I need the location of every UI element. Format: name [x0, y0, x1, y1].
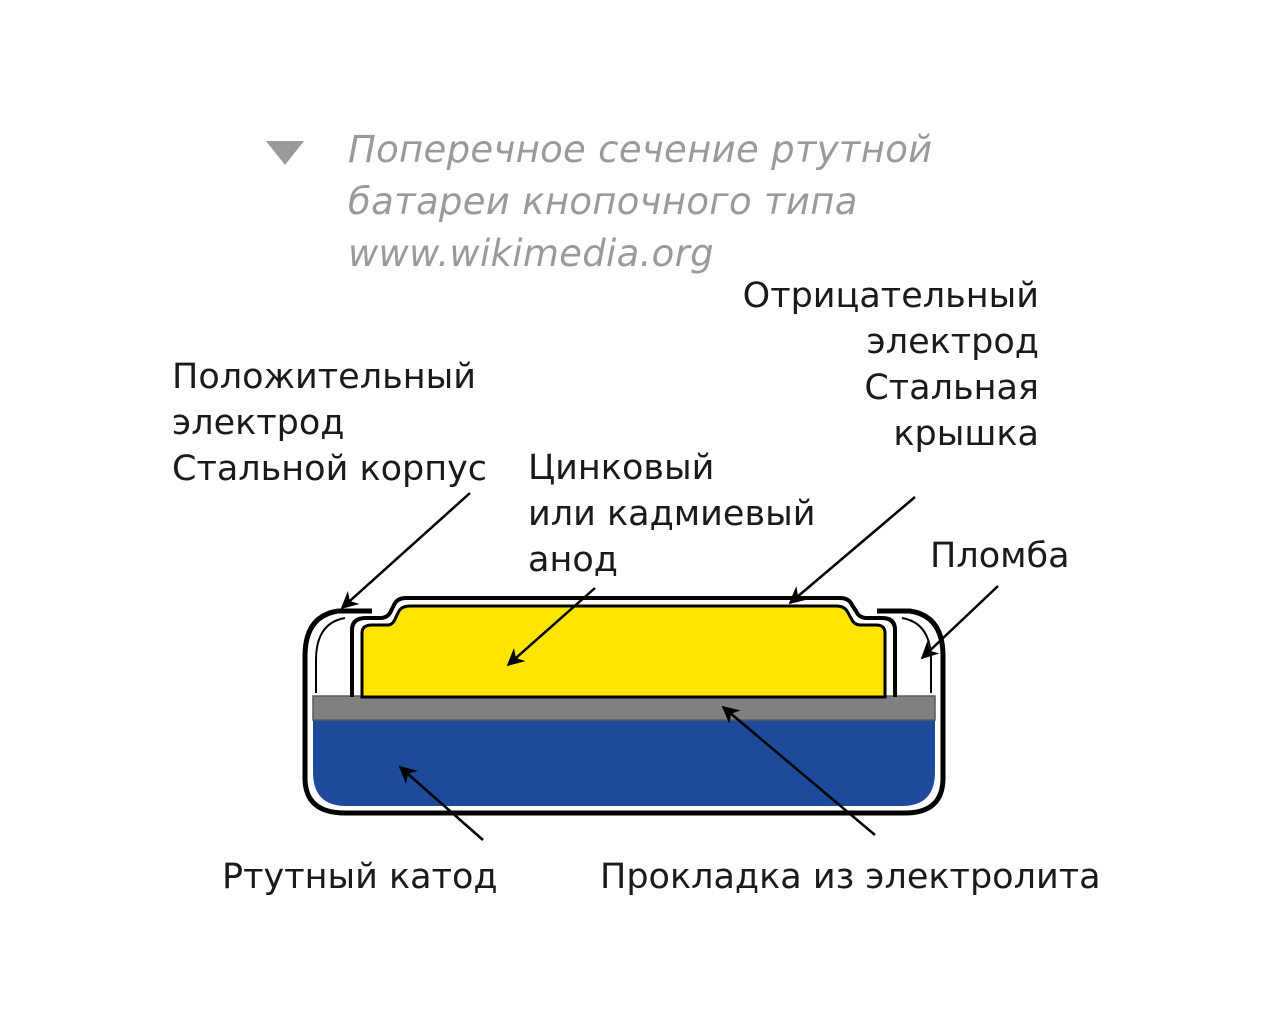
- steel-cap: [350, 596, 897, 697]
- label-anode-line-3: анод: [528, 540, 618, 580]
- label-seal: Пломба: [930, 536, 1070, 576]
- caption-line-2: батареи кнопочного типа: [348, 180, 858, 223]
- label-cathode: Ртутный катод: [222, 857, 498, 897]
- zinc-anode: [360, 604, 887, 699]
- label-positive-line-3: Стальной корпус: [172, 449, 488, 489]
- figure-caption: Поперечное сечение ртутной батареи кнопо…: [348, 124, 933, 280]
- arrow-anode: [506, 587, 596, 667]
- label-negative-line-2: электрод: [866, 322, 1039, 362]
- label-electrolyte: Прокладка из электролита: [600, 857, 1101, 897]
- caption-line-1: Поперечное сечение ртутной: [348, 128, 933, 171]
- arrow-seal: [920, 585, 999, 660]
- arrow-positive-electrode: [340, 492, 471, 610]
- label-negative-electrode: Отрицательный электрод Стальная крышка: [743, 273, 1039, 457]
- caption-triangle-icon: [266, 141, 304, 165]
- caption-line-3: www.wikimedia.org: [348, 232, 714, 275]
- seal-gasket: [350, 640, 897, 697]
- label-negative-line-4: крышка: [893, 414, 1039, 454]
- label-negative-line-1: Отрицательный: [742, 276, 1039, 316]
- arrow-electrolyte: [721, 705, 876, 836]
- label-positive-line-1: Положительный: [172, 357, 476, 397]
- arrow-cathode: [398, 765, 484, 841]
- arrow-negative-electrode: [788, 496, 916, 605]
- label-anode-line-2: или кадмиевый: [528, 494, 816, 534]
- label-positive-electrode: Положительный электрод Стальной корпус: [172, 354, 487, 492]
- steel-case: [302, 608, 946, 816]
- label-anode-line-1: Цинковый: [528, 448, 715, 488]
- label-negative-line-3: Стальная: [864, 368, 1039, 408]
- label-positive-line-2: электрод: [172, 403, 345, 443]
- electrolyte-spacer: [312, 695, 936, 721]
- steel-case-inner-lip: [315, 617, 932, 693]
- mercury-cathode: [313, 720, 935, 806]
- label-anode: Цинковый или кадмиевый анод: [528, 445, 815, 583]
